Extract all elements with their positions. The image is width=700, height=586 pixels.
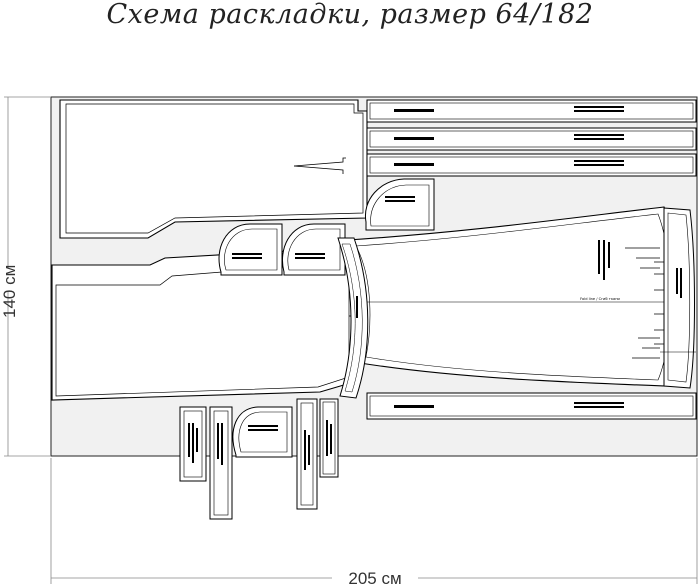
vertical-strip-4 [319,398,339,478]
fold-line-label: Fold line / Сгиб ткани [580,297,620,301]
pocket-piece-1 [364,178,435,231]
strip-3 [366,153,697,177]
vertical-strip-1 [179,406,207,482]
pocket-piece-4 [232,406,293,458]
vertical-strip-3 [296,398,318,510]
width-dimension [50,458,698,584]
strip-1 [366,99,697,123]
strip-2 [366,127,697,151]
side-strip-right [660,207,696,389]
curved-strip [337,237,369,399]
height-dimension [4,96,50,457]
strip-bottom [366,392,697,420]
layout-title: Схема раскладки, размер 64/182 [106,0,594,30]
pocket-piece-2 [218,223,283,276]
pattern-piece-upper-left [59,99,368,239]
width-label: 205 см [348,569,401,586]
vertical-strip-2 [209,406,233,520]
height-label: 140 см [0,265,19,318]
